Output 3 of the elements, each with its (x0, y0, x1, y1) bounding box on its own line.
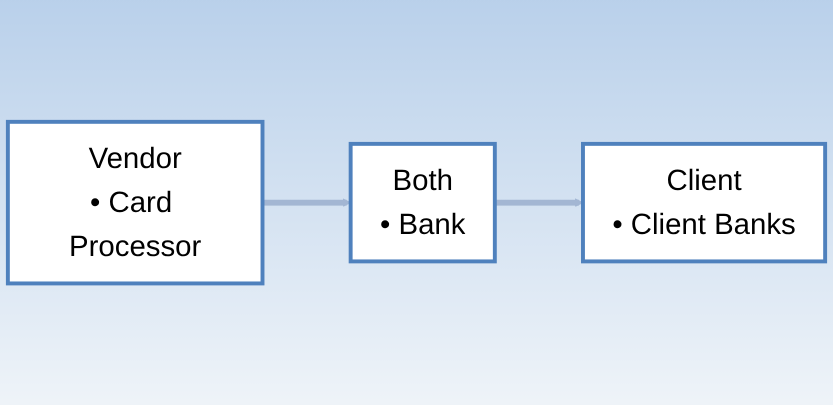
node-box: Vendor • Card Processor (6, 120, 264, 286)
node-box: Both • Bank (348, 142, 497, 264)
node-box: Client • Client Banks (581, 142, 828, 264)
